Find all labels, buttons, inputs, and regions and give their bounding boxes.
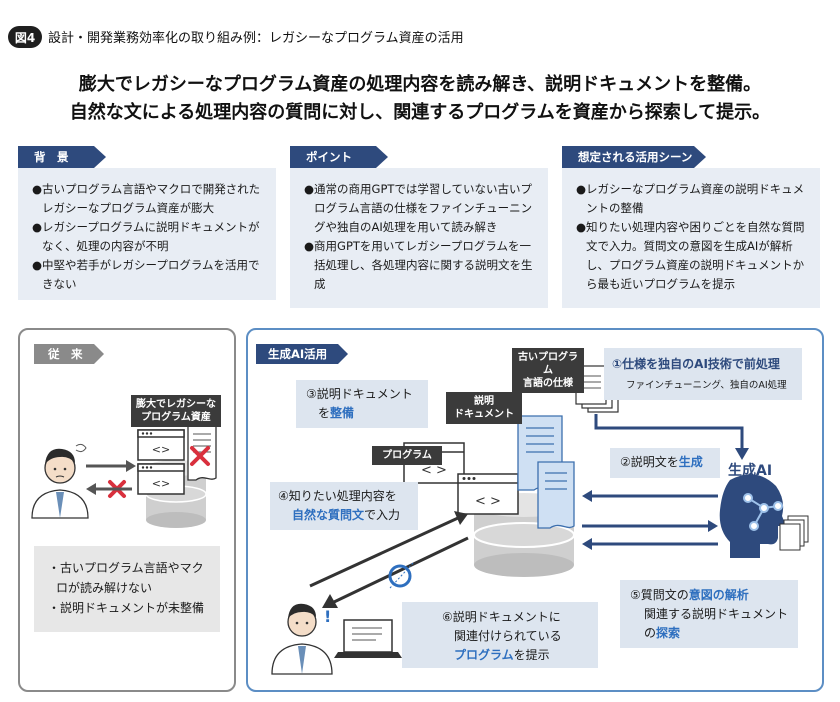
step-subtext: ファインチューニング、独自のAI処理 [626, 380, 787, 391]
arrow-to-ai [594, 414, 749, 460]
step-emphasis: 自然な質問文 [292, 508, 365, 522]
section-tab-background: 背 景 [18, 146, 106, 168]
document-icon [537, 461, 575, 529]
section-title: 背 景 [34, 150, 69, 164]
list-item: ●知りたい処理内容や困りごとを自然な質問文で入力。質問文の意図を生成AIが解析し… [576, 220, 805, 291]
step-emphasis: プログラム [454, 648, 514, 662]
section-box-background: ●古いプログラム言語やマクロで開発されたレガシーなプログラム資産が膨大 ●レガシ… [18, 168, 276, 300]
code-window-icon: <> [137, 463, 185, 495]
step-text: 仕様を独自のAI技術で前処理 [622, 357, 780, 371]
headline-line-1: 膨大でレガシーなプログラム資産の処理内容を読み解き、説明ドキュメントを整備。 [78, 74, 762, 95]
list-item: ・古いプログラム言語やマクロが読み解けない [48, 561, 204, 595]
label-line: 説明 [474, 396, 494, 407]
svg-text:< >: < > [421, 463, 447, 478]
arrow-right-icon [582, 520, 718, 532]
label-line: 言語の仕様 [523, 378, 573, 389]
link-circle-icon [388, 561, 415, 589]
person-icon: ! [271, 603, 333, 675]
step-emphasis: 生成 [678, 455, 703, 469]
label-line: 膨大でレガシーな [136, 399, 216, 410]
svg-text:< >: < > [475, 494, 501, 509]
headline-line-2: 自然な文による処理内容の質問に対し、関連するプログラムを資産から探索して提示。 [69, 102, 771, 123]
svg-text:<>: <> [152, 443, 170, 456]
figure-title: 設計・開発業務効率化の取り組み例：レガシーなプログラム資産の活用 [48, 31, 464, 46]
arrow-left-icon [582, 490, 718, 502]
step-text: 関連付けられている [454, 629, 562, 643]
step-text: を提示 [513, 648, 550, 662]
label-line: 古いプログラム [518, 352, 578, 376]
label-line: ドキュメント [454, 409, 514, 420]
genai-tab-label: 生成AI活用 [268, 347, 328, 361]
list-item: ●商用GPTを用いてレガシープログラムを一括処理し、各処理内容に関する説明文を生… [304, 239, 533, 291]
section-box-points: ●通常の商用GPTでは学習していない古いプログラム言語の仕様をファインチューニン… [290, 168, 548, 308]
section-tab-use-cases: 想定される活用シーン [562, 146, 706, 168]
label-line: プログラム資産 [141, 412, 211, 423]
list-item: ●中堅や若手がレガシープログラムを活用できない [32, 258, 260, 291]
conventional-tab-label: 従 来 [48, 347, 83, 361]
svg-text:!: ! [324, 607, 331, 626]
step-text: で入力 [364, 508, 401, 522]
step-text: を [318, 406, 331, 420]
conventional-notes: ・古いプログラム言語やマクロが読み解けない ・説明ドキュメントが未整備 [34, 546, 220, 632]
code-window-icon: < > [457, 473, 519, 515]
step-text: ④知りたい処理内容を [278, 489, 397, 503]
step-text: ⑤質問文の [630, 588, 689, 602]
ai-label: 生成AI [728, 463, 773, 479]
step-text: ③説明ドキュメント [306, 387, 413, 401]
step-text: 関連する説明ドキュメント [644, 607, 789, 621]
old-language-label: 古いプログラム 言語の仕様 [512, 348, 584, 393]
arrow-left-icon [582, 538, 718, 550]
arrow-left-icon [86, 483, 132, 495]
section-tab-points: ポイント [290, 146, 388, 168]
laptop-icon [334, 619, 402, 658]
confused-person-icon [31, 443, 89, 519]
list-item: ●通常の商用GPTでは学習していない古いプログラム言語の仕様をファインチューニン… [304, 182, 533, 234]
conventional-tab: 従 来 [34, 344, 104, 364]
step-emphasis: 探索 [656, 626, 681, 640]
section-title: 想定される活用シーン [578, 150, 693, 164]
genai-tab: 生成AI活用 [256, 344, 348, 364]
step5-callout: ⑤質問文の意図の解析 関連する説明ドキュメント の探索 [620, 580, 798, 648]
step2-callout: ②説明文を生成 [610, 448, 720, 478]
arrow-down-left-icon [322, 536, 469, 608]
section-box-use-cases: ●レガシーなプログラム資産の説明ドキュメントの整備 ●知りたい処理内容や困りごと… [562, 168, 820, 308]
red-x-icon [190, 446, 210, 466]
list-item: ●レガシーなプログラム資産の説明ドキュメントの整備 [576, 182, 805, 215]
conventional-illustration: <> <> [31, 425, 217, 528]
arrow-right-icon [86, 460, 136, 472]
program-label: プログラム [372, 446, 442, 465]
step6-callout: ⑥説明ドキュメントに 関連付けられている プログラムを提示 [402, 602, 598, 668]
code-window-icon: <> [137, 429, 185, 461]
step-emphasis: 整備 [330, 406, 355, 420]
list-item: ●古いプログラム言語やマクロで開発されたレガシーなプログラム資産が膨大 [32, 182, 261, 215]
section-title: ポイント [306, 150, 352, 164]
arrow-up-right-icon [309, 511, 468, 588]
figure-badge: 図4 [8, 26, 42, 48]
step-text: ②説明文を [620, 455, 679, 469]
step-text: の [644, 626, 657, 640]
step-emphasis: 意図の解析 [688, 588, 749, 602]
document-label: 説明 ドキュメント [446, 392, 522, 424]
list-item: ●レガシープログラムに説明ドキュメントがなく、処理の内容が不明 [32, 220, 260, 253]
svg-text:<>: <> [152, 477, 170, 490]
step4-callout: ④知りたい処理内容を 自然な質問文で入力 [270, 482, 418, 530]
list-item: ・説明ドキュメントが未整備 [48, 601, 205, 615]
step3-callout: ③説明ドキュメント を整備 [296, 380, 428, 428]
step-number: ① [612, 357, 623, 371]
ai-head-icon [719, 474, 809, 558]
legacy-assets-label: 膨大でレガシーな プログラム資産 [131, 395, 221, 427]
step-text: ⑥説明ドキュメントに [442, 610, 561, 624]
step1-callout: ①仕様を独自のAI技術で前処理 ファインチューニング、独自のAI処理 [604, 348, 802, 400]
